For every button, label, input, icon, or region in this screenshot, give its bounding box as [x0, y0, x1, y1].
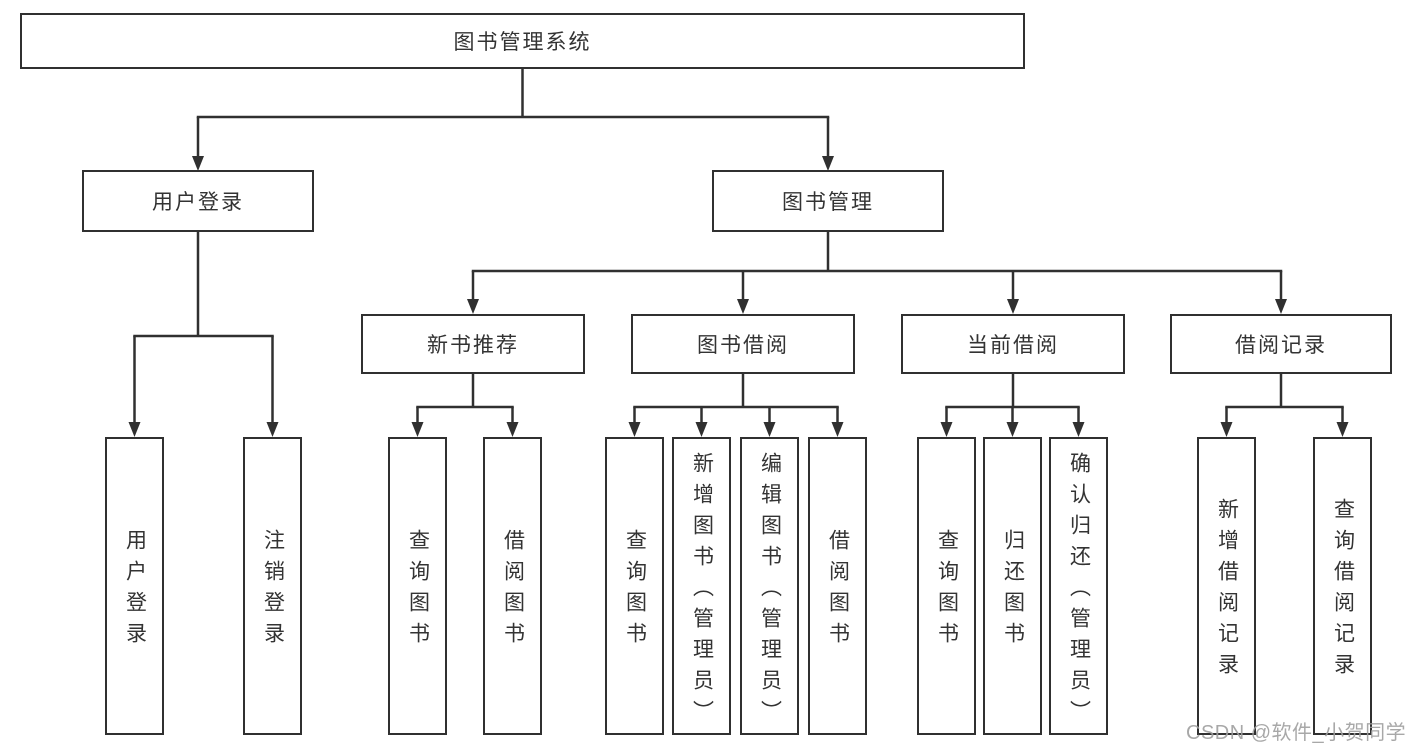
connector-userlogin-to-children — [128, 231, 279, 437]
node-label: 注销登录 — [261, 529, 285, 653]
arrowhead-down-icon — [822, 156, 834, 171]
arrowhead-down-icon — [1275, 299, 1287, 314]
node-book-management-module: 图书管理 — [712, 170, 944, 232]
arrowhead-down-icon — [831, 422, 844, 437]
node-library-management-system: 图书管理系统 — [20, 13, 1025, 69]
node-label: 归还图书 — [1001, 529, 1025, 653]
arrowhead-down-icon — [695, 422, 708, 437]
node-borrow-books-newbook: 借阅图书 — [483, 437, 542, 735]
node-label: 新增借阅记录 — [1215, 498, 1239, 684]
arrowhead-down-icon — [628, 422, 641, 437]
node-current-borrowing: 当前借阅 — [901, 314, 1125, 374]
node-query-books-newbook: 查询图书 — [388, 437, 447, 735]
node-return-books: 归还图书 — [983, 437, 1042, 735]
arrowhead-down-icon — [1220, 422, 1233, 437]
arrowhead-down-icon — [737, 299, 749, 314]
connector-borrowrecord-to-children — [1220, 373, 1349, 437]
node-user-login-module: 用户登录 — [82, 170, 314, 232]
connector-bookmgmt-to-level3 — [467, 231, 1287, 314]
node-borrowing-records: 借阅记录 — [1170, 314, 1392, 374]
node-label: 当前借阅 — [967, 334, 1059, 357]
node-user-login-action: 用户登录 — [105, 437, 164, 735]
node-label: 图书管理系统 — [453, 31, 592, 54]
node-book-borrowing: 图书借阅 — [631, 314, 855, 374]
arrowhead-down-icon — [192, 156, 204, 171]
node-label: 用户登录 — [123, 529, 147, 653]
arrowhead-down-icon — [1072, 422, 1085, 437]
connector-root-to-level2 — [192, 68, 834, 171]
node-label: 查询借阅记录 — [1331, 498, 1355, 684]
node-label: 用户登录 — [152, 191, 244, 214]
arrowhead-down-icon — [1006, 422, 1019, 437]
node-label: 借阅记录 — [1235, 334, 1327, 357]
arrowhead-down-icon — [763, 422, 776, 437]
node-label: 编辑图书（管理员） — [758, 451, 782, 731]
arrowhead-down-icon — [128, 422, 141, 437]
node-query-books-borrowing: 查询图书 — [605, 437, 664, 735]
node-label: 新增图书（管理员） — [690, 451, 714, 731]
node-label: 图书借阅 — [697, 334, 789, 357]
node-label: 图书管理 — [782, 191, 874, 214]
arrowhead-down-icon — [1007, 299, 1019, 314]
node-label: 新书推荐 — [427, 334, 519, 357]
connector-newbook-to-children — [411, 373, 519, 437]
arrowhead-down-icon — [467, 299, 479, 314]
node-query-borrow-record: 查询借阅记录 — [1313, 437, 1372, 735]
arrowhead-down-icon — [266, 422, 279, 437]
node-borrow-books-borrowing: 借阅图书 — [808, 437, 867, 735]
node-label: 查询图书 — [406, 529, 430, 653]
node-edit-books-admin: 编辑图书（管理员） — [740, 437, 799, 735]
node-query-books-current: 查询图书 — [917, 437, 976, 735]
node-label: 借阅图书 — [826, 529, 850, 653]
node-label: 确认归还（管理员） — [1067, 451, 1091, 731]
node-label: 查询图书 — [935, 529, 959, 653]
node-add-books-admin: 新增图书（管理员） — [672, 437, 731, 735]
arrowhead-down-icon — [411, 422, 424, 437]
arrowhead-down-icon — [506, 422, 519, 437]
node-label: 查询图书 — [623, 529, 647, 653]
csdn-watermark: CSDN @软件_小贺同学 — [1186, 722, 1405, 744]
arrowhead-down-icon — [940, 422, 953, 437]
node-logout-action: 注销登录 — [243, 437, 302, 735]
node-confirm-return-admin: 确认归还（管理员） — [1049, 437, 1108, 735]
node-new-book-recommendation: 新书推荐 — [361, 314, 585, 374]
connector-bookborrow-to-children — [628, 373, 844, 437]
arrowhead-down-icon — [1336, 422, 1349, 437]
node-label: 借阅图书 — [501, 529, 525, 653]
connector-currentborrow-to-children — [940, 373, 1085, 437]
node-add-borrow-record: 新增借阅记录 — [1197, 437, 1256, 735]
